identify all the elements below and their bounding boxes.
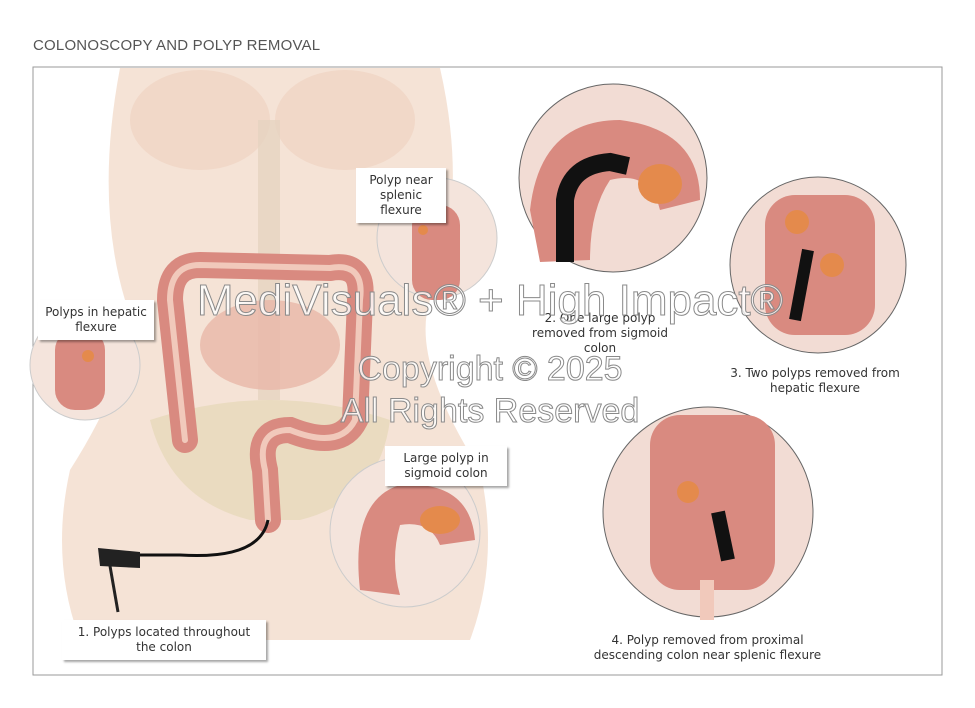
watermark-rights: All Rights Reserved xyxy=(340,392,640,431)
label-splenic-flexure: Polyp near splenic flexure xyxy=(356,168,446,223)
page-title: COLONOSCOPY AND POLYP REMOVAL xyxy=(33,37,321,54)
inset-step4 xyxy=(602,406,814,620)
colon xyxy=(156,251,374,533)
endoscope xyxy=(98,519,270,613)
watermark-copyright: Copyright © 2025 xyxy=(357,350,623,389)
caption-step3: 3. Two polyps removed from hepatic flexu… xyxy=(730,366,900,395)
label-step1: 1. Polyps located throughout the colon xyxy=(62,620,266,660)
inset-step2 xyxy=(518,83,708,273)
watermark-brand: MediVisuals® + High Impact® xyxy=(196,276,784,326)
caption-step2: 2. One large polyp removed from sigmoid … xyxy=(532,311,668,355)
inset-step3 xyxy=(729,176,907,354)
label-hepatic-flexure: Polyps in hepatic flexure xyxy=(38,300,154,340)
label-sigmoid-colon: Large polyp in sigmoid colon xyxy=(385,446,507,486)
inset-sigmoid xyxy=(329,456,481,608)
caption-step4: 4. Polyp removed from proximal descendin… xyxy=(593,633,822,662)
